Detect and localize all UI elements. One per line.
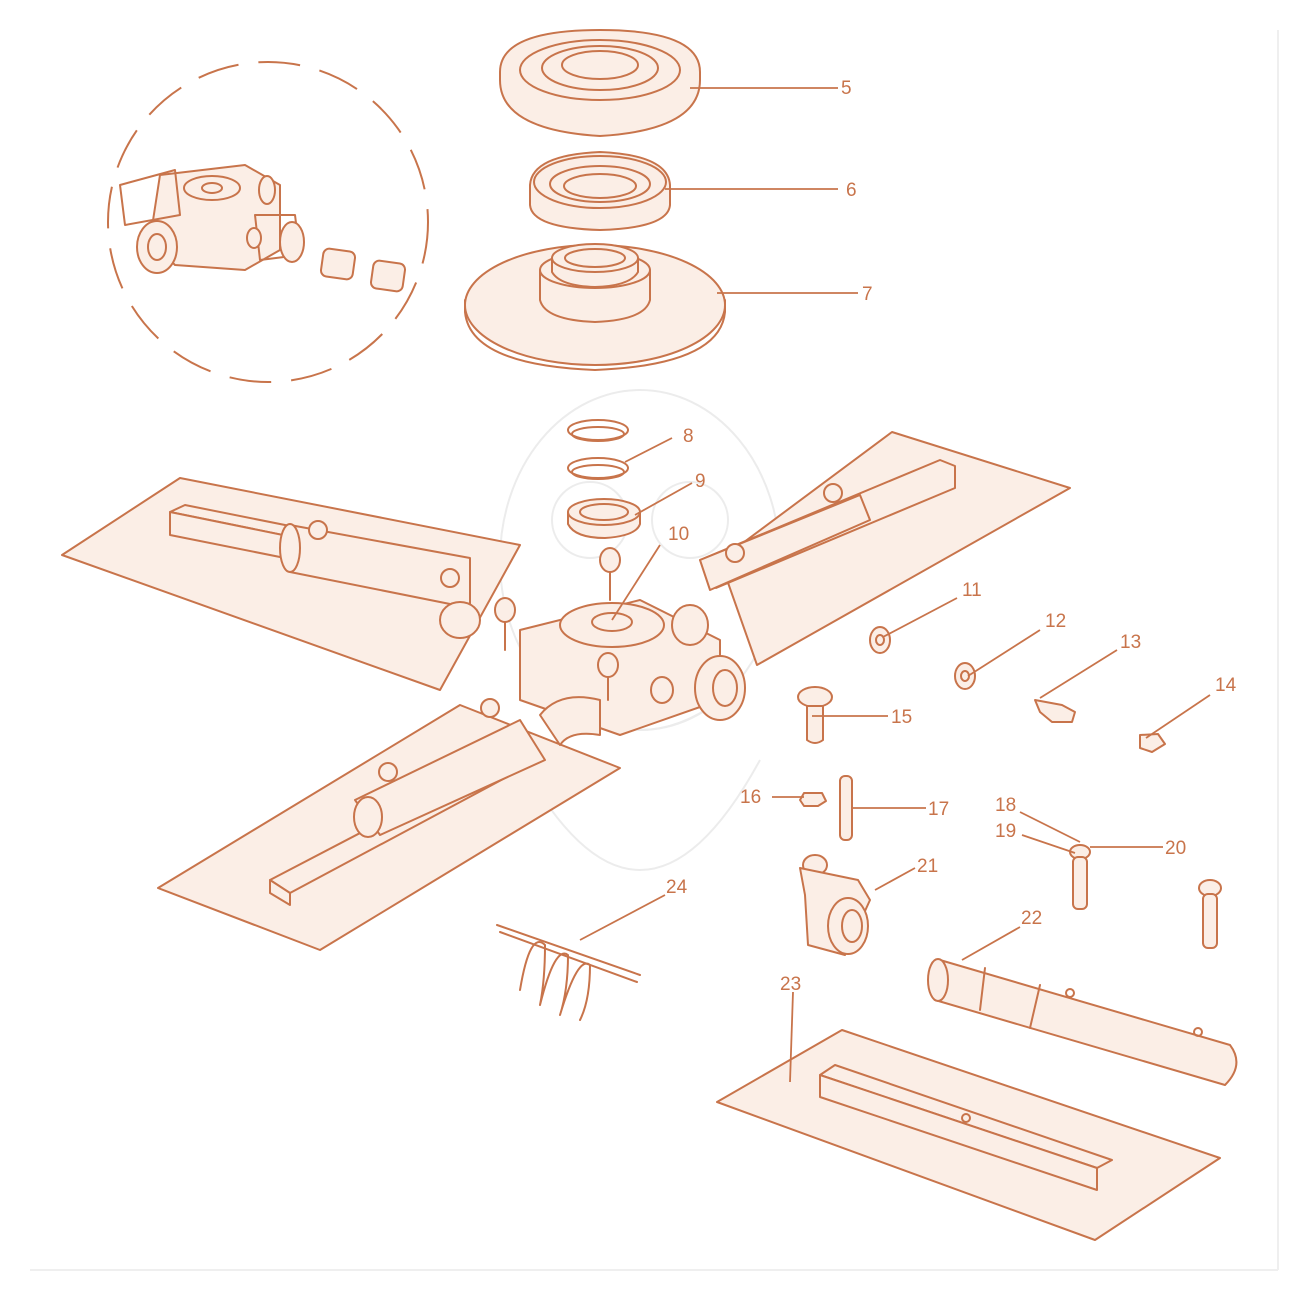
callout-5: 5 [841,78,852,99]
callout-11: 11 [962,580,982,601]
part-7-base-disc [464,243,726,371]
part-6-bearing [529,151,671,231]
callout-6: 6 [846,180,857,201]
callout-14: 14 [1215,675,1237,696]
callout-labels: 5 6 7 8 9 10 11 12 13 14 15 16 17 18 19 … [666,78,1237,995]
leader-lines [579,87,1211,1083]
part-13-nipple [1034,699,1076,723]
spare-bolt [1198,879,1222,949]
part-23-blade [716,1029,1221,1241]
part-5-top-cap [499,29,701,137]
callout-10: 10 [668,524,689,545]
inset-dashed-circle [107,61,429,383]
part-21-clamp [799,854,871,956]
part-12-nut [954,662,976,690]
part-8-rings [567,419,629,480]
callout-21: 21 [917,856,938,877]
part-11-washer [869,626,891,654]
callout-18: 18 [995,795,1016,816]
callout-15: 15 [891,707,912,728]
callout-7: 7 [862,284,873,305]
callout-16: 16 [740,787,761,808]
callout-23: 23 [780,974,801,995]
callout-17: 17 [928,799,949,820]
part-18-20-bolt [1069,844,1091,910]
part-22-shaft [927,958,1238,1086]
part-14-cap [1139,733,1166,753]
part-9-seal [567,498,641,539]
callout-13: 13 [1120,632,1141,653]
part-15-bolt [797,686,833,744]
callout-9: 9 [695,471,706,492]
part-24-spring [496,924,641,1021]
rotor-assembly [61,431,1071,951]
part-16-nut [799,792,827,807]
callout-12: 12 [1045,611,1066,632]
part-17-pin [839,775,853,841]
hub-detail-inset [107,61,429,383]
callout-22: 22 [1021,908,1042,929]
callout-19: 19 [995,821,1016,842]
callout-8: 8 [683,426,694,447]
callout-20: 20 [1165,838,1186,859]
callout-24: 24 [666,877,688,898]
